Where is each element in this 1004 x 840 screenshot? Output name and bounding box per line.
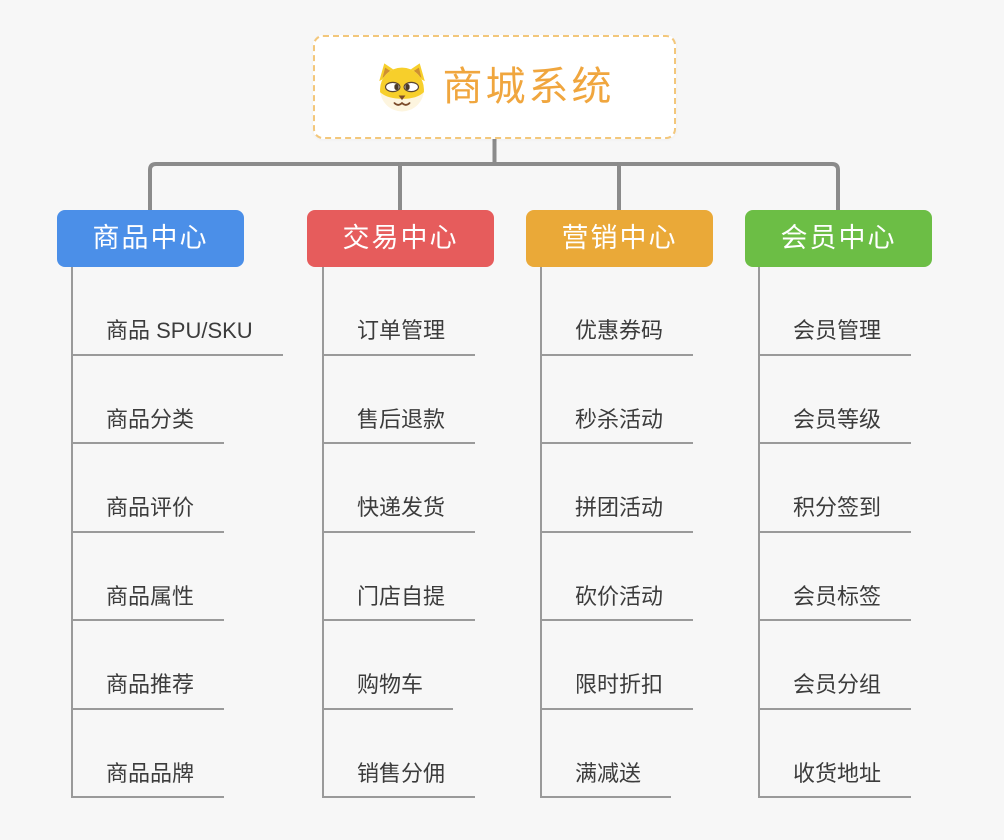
leaf-node[interactable]: 商品 SPU/SKU (73, 267, 283, 356)
leaf-node[interactable]: 满减送 (542, 710, 672, 798)
leaf-node[interactable]: 售后退款 (324, 356, 476, 444)
leaf-node[interactable]: 拼团活动 (542, 444, 694, 533)
branch-list-marketing-center: 优惠券码 秒杀活动 拼团活动 砍价活动 限时折扣 满减送 (540, 267, 694, 798)
dog-face-icon (378, 63, 425, 112)
leaf-node[interactable]: 会员标签 (760, 533, 912, 621)
leaf-node[interactable]: 会员管理 (760, 267, 912, 356)
branch-header-member-center[interactable]: 会员中心 (745, 210, 932, 267)
branch-list-product-center: 商品 SPU/SKU 商品分类 商品评价 商品属性 商品推荐 商品品牌 (71, 267, 283, 798)
branch-header-product-center[interactable]: 商品中心 (57, 210, 244, 267)
leaf-node[interactable]: 会员等级 (760, 356, 912, 444)
branch-header-marketing-center[interactable]: 营销中心 (526, 210, 713, 267)
leaf-node[interactable]: 限时折扣 (542, 621, 694, 710)
leaf-node[interactable]: 优惠券码 (542, 267, 694, 356)
leaf-node[interactable]: 商品分类 (73, 356, 225, 444)
leaf-node[interactable]: 商品推荐 (73, 621, 225, 710)
root-node[interactable]: 商城系统 (313, 35, 676, 139)
leaf-node[interactable]: 订单管理 (324, 267, 476, 356)
leaf-node[interactable]: 快递发货 (324, 444, 476, 533)
leaf-node[interactable]: 砍价活动 (542, 533, 694, 621)
leaf-node[interactable]: 商品评价 (73, 444, 225, 533)
leaf-node[interactable]: 收货地址 (760, 710, 912, 798)
leaf-node[interactable]: 销售分佣 (324, 710, 476, 798)
root-title: 商城系统 (442, 65, 615, 109)
leaf-node[interactable]: 商品属性 (73, 533, 225, 621)
branch-list-trade-center: 订单管理 售后退款 快递发货 门店自提 购物车 销售分佣 (322, 267, 476, 798)
leaf-node[interactable]: 商品品牌 (73, 710, 225, 798)
branch-header-trade-center[interactable]: 交易中心 (307, 210, 494, 267)
leaf-node[interactable]: 购物车 (324, 621, 454, 710)
leaf-node[interactable]: 秒杀活动 (542, 356, 694, 444)
leaf-node[interactable]: 会员分组 (760, 621, 912, 710)
branch-list-member-center: 会员管理 会员等级 积分签到 会员标签 会员分组 收货地址 (758, 267, 912, 798)
leaf-node[interactable]: 积分签到 (760, 444, 912, 533)
leaf-node[interactable]: 门店自提 (324, 533, 476, 621)
